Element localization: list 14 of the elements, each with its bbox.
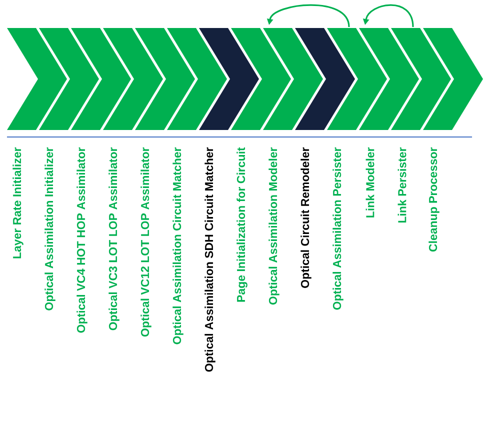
step-label: Optical Circuit Remodeler [300,147,312,288]
step-label: Optical Assimilation Circuit Matcher [172,147,184,344]
step-label: Optical Assimilation Persister [332,147,344,310]
step-label: Optical Assimilation Modeler [268,147,280,305]
step-label: Optical Assimilation SDH Circuit Matcher [204,147,216,372]
step-label: Optical VC3 LOT LOP Assimilator [108,147,120,330]
step-label: Cleanup Processor [428,147,440,252]
step-label: Optical VC4 HOT HOP Assimilator [76,147,88,333]
step-label: Link Modeler [366,147,374,218]
step-label: Optical VC12 LOT LOP Assimilator [140,147,152,337]
step-label: Link Persister [398,147,406,222]
step-label: Page Initialization for Circuit [236,147,248,302]
step-label: Optical Assimilation Initializer [44,147,56,310]
step-label: Layer Rate Initializer [12,147,24,258]
